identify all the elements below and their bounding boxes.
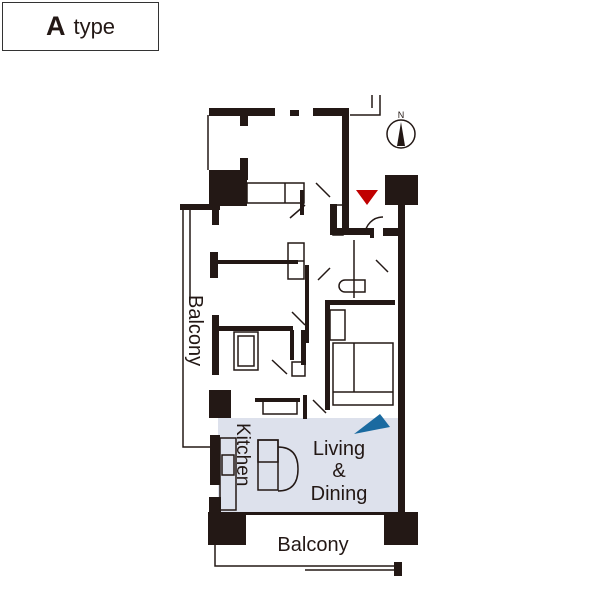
balcony-left-label: Balcony <box>184 295 206 366</box>
living-label-line3: Dining <box>311 483 368 505</box>
compass-north-label: N <box>398 110 405 120</box>
living-label-line1: Living <box>313 438 365 460</box>
type-letter: A <box>45 11 66 41</box>
kitchen-label: Kitchen <box>232 423 253 486</box>
north-compass-icon: N <box>386 110 416 149</box>
view-direction-arrow-icon <box>354 414 390 434</box>
living-label-line2: & <box>332 460 346 482</box>
fixtures <box>182 95 400 571</box>
living-dining-area <box>218 418 400 515</box>
balcony-bottom-label: Balcony <box>277 534 348 556</box>
unit-type-label: A type <box>2 2 159 51</box>
entrance-marker-icon <box>356 190 378 205</box>
type-word: type <box>73 13 116 39</box>
